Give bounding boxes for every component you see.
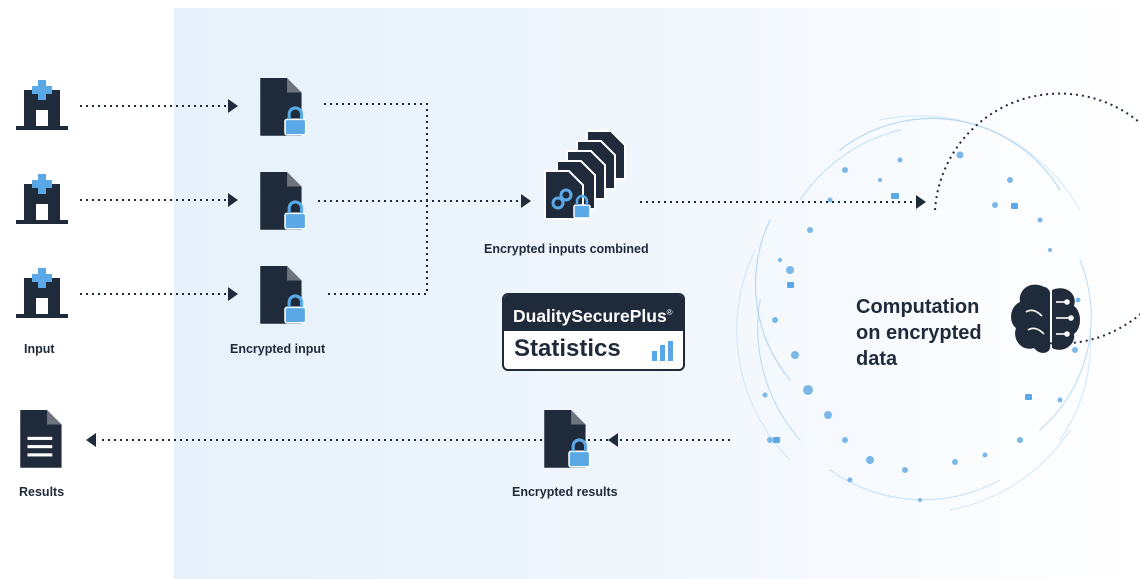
bar-chart-icon [652,341,673,361]
connector-lines [80,92,1140,441]
registered-mark: ® [666,308,673,317]
badge-product-name: Statistics [514,335,621,362]
computation-line-2: on encrypted [856,322,982,344]
arrowheads [86,99,926,447]
encrypted-file-icon [258,266,308,326]
hospital-icon [16,80,68,130]
badge-product: Statistics [504,331,683,369]
badge-brand: DualitySecurePlus® [504,295,683,331]
encrypted-file-icon [542,410,592,470]
hospital-icon [16,174,68,224]
encrypted-input-label: Encrypted input [230,342,326,356]
brain-circuit-icon [1011,284,1080,353]
document-icon [20,410,62,468]
file-stack-icon [544,130,626,220]
computation-ring-dots [762,151,1081,502]
encrypted-file-icon [258,172,308,232]
badge-brand-text: DualitySecurePlus [513,305,667,326]
encrypted-results-label: Encrypted results [512,485,618,499]
encrypted-inputs-combined-label: Encrypted inputs combined [484,242,649,256]
computation-line-1: Computation [856,296,980,318]
ring-lock-icons [773,193,1032,443]
computation-ring-decoration [736,115,1092,511]
input-label: Input [24,342,55,356]
computation-label: Computation on encrypted data [856,294,982,372]
encrypted-file-icon [258,78,308,138]
product-badge: DualitySecurePlus® Statistics [502,293,685,371]
computation-line-3: data [856,348,898,370]
results-label: Results [19,485,65,499]
hospital-icon [16,268,68,318]
